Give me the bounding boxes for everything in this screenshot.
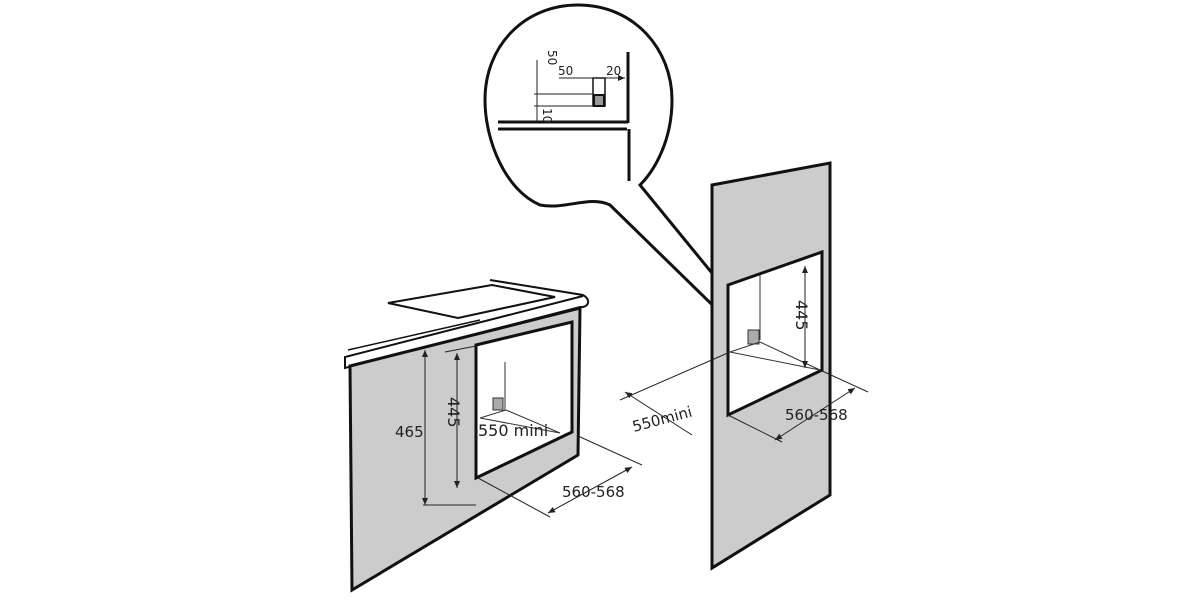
left-dim-560-568: 560-568 [562, 483, 625, 501]
callout-dim-10: 10 [540, 108, 554, 123]
left-dim-445: 445 [444, 397, 463, 428]
right-opening [726, 249, 824, 418]
left-dim-550-mini: 550 mini [478, 421, 548, 440]
callout-dim-50-horizontal: 50 [558, 64, 573, 78]
callout-bubble: 50 50 20 10 [483, 3, 755, 332]
callout-walls [498, 52, 631, 181]
right-dim-560-568: 560-568 [785, 406, 848, 424]
vent-square [593, 94, 605, 107]
right-cabinet: 445 550mini 560-568 [619, 161, 869, 571]
left-dim-465: 465 [395, 423, 424, 441]
left-cabinet: 465 445 550 mini 560-568 [344, 279, 643, 593]
callout-dim-50-vertical: 50 [545, 50, 559, 65]
left-opening [474, 320, 574, 481]
hob [387, 283, 556, 320]
right-dim-445: 445 [792, 300, 811, 331]
callout-dim-20: 20 [606, 64, 621, 78]
right-dim-550mini: 550mini [630, 403, 694, 436]
